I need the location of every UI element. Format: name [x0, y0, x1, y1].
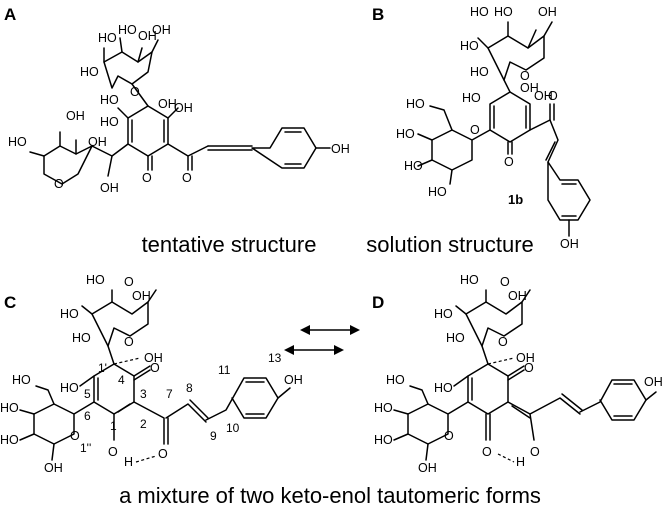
- atom-o: O: [130, 85, 140, 99]
- atom-o: O: [520, 69, 530, 83]
- locant-9: 9: [210, 429, 217, 443]
- locant-11: 11: [218, 363, 231, 377]
- structure-a: HO HO OH OH HO HO O O HO OH OH O OH OH O…: [8, 23, 350, 195]
- atom-oh: OH: [284, 373, 303, 387]
- atom-o: O: [470, 123, 480, 137]
- atom-oh: OH: [560, 237, 579, 251]
- atom-o: O: [108, 445, 118, 459]
- atom-ho: HO: [0, 401, 19, 415]
- atom-oh: OH: [331, 142, 350, 156]
- atom-ho: HO: [462, 91, 481, 105]
- locant-2: 2: [140, 417, 147, 431]
- caption-solution: solution structure: [366, 232, 534, 257]
- atom-o: O: [158, 447, 168, 461]
- atom-ho: HO: [446, 331, 465, 345]
- atom-ho: HO: [118, 23, 137, 37]
- atom-ho: HO: [60, 381, 79, 395]
- atom-oh: OH: [152, 23, 171, 37]
- atom-ho: HO: [460, 39, 479, 53]
- locant-1pp: 1'': [80, 441, 91, 455]
- atom-oh: OH: [100, 181, 119, 195]
- atom-ho: HO: [374, 433, 393, 447]
- panel-letter-c: C: [4, 293, 16, 312]
- atom-oh: OH: [508, 289, 527, 303]
- locant-6: 6: [84, 409, 91, 423]
- atom-oh: OH: [138, 29, 157, 43]
- atom-o: O: [124, 275, 134, 289]
- panel-letter-a: A: [4, 5, 16, 24]
- atom-o: O: [500, 275, 510, 289]
- atom-oh: OH: [534, 89, 553, 103]
- locant-13: 13: [268, 351, 282, 365]
- atom-ho: HO: [8, 135, 27, 149]
- atom-oh: OH: [538, 5, 557, 19]
- atom-ho: HO: [428, 185, 447, 199]
- atom-o: O: [498, 335, 508, 349]
- atom-o: O: [482, 445, 492, 459]
- locant-7: 7: [166, 387, 173, 401]
- atom-ho: HO: [80, 65, 99, 79]
- atom-o: O: [524, 361, 534, 375]
- atom-o: O: [54, 177, 64, 191]
- atom-ho: HO: [494, 5, 513, 19]
- atom-ho: HO: [434, 307, 453, 321]
- locant-3: 3: [140, 387, 147, 401]
- locant-8: 8: [186, 381, 193, 395]
- atom-ho: HO: [434, 381, 453, 395]
- structure-c: HO O OH HO HO O 1' O OH 4 3 5 6 1 2 HO O…: [0, 273, 303, 475]
- atom-oh: OH: [520, 81, 539, 95]
- atom-ho: HO: [470, 65, 489, 79]
- locant-4: 4: [118, 373, 125, 387]
- atom-ho: HO: [470, 5, 489, 19]
- panel-letter-b: B: [372, 5, 384, 24]
- atom-ho: HO: [0, 433, 19, 447]
- atom-ho: HO: [72, 331, 91, 345]
- compound-label: 1b: [508, 192, 523, 207]
- atom-o: O: [150, 361, 160, 375]
- atom-o: O: [530, 445, 540, 459]
- locant-10: 10: [226, 421, 240, 435]
- atom-h: H: [124, 455, 133, 469]
- atom-ho: HO: [60, 307, 79, 321]
- panel-letter-d: D: [372, 293, 384, 312]
- equilibrium-arrows: [284, 325, 360, 355]
- atom-ho: HO: [386, 373, 405, 387]
- locant-1p: 1': [98, 361, 107, 375]
- atom-oh: OH: [158, 97, 177, 111]
- atom-ho: HO: [100, 93, 119, 107]
- atom-oh: OH: [644, 375, 663, 389]
- atom-ho: HO: [460, 273, 479, 287]
- atom-oh: OH: [144, 351, 163, 365]
- atom-oh: OH: [418, 461, 437, 475]
- caption-tentative: tentative structure: [142, 232, 317, 257]
- atom-ho: HO: [396, 127, 415, 141]
- atom-ho: HO: [12, 373, 31, 387]
- atom-ho: HO: [374, 401, 393, 415]
- atom-oh: OH: [174, 101, 193, 115]
- atom-o: O: [444, 429, 454, 443]
- atom-ho: HO: [406, 97, 425, 111]
- atom-o: O: [504, 155, 514, 169]
- atom-o: O: [70, 429, 80, 443]
- atom-oh: OH: [88, 135, 107, 149]
- atom-h: H: [516, 455, 525, 469]
- atom-ho: HO: [100, 115, 119, 129]
- structure-b: HO HO OH HO HO O O HO OH OH HO HO HO HO …: [396, 5, 591, 251]
- atom-oh: OH: [66, 109, 85, 123]
- atom-o: O: [124, 335, 134, 349]
- locant-5: 5: [84, 387, 91, 401]
- atom-oh: OH: [516, 351, 535, 365]
- atom-o: O: [548, 89, 558, 103]
- atom-ho: HO: [404, 159, 423, 173]
- atom-ho: HO: [86, 273, 105, 287]
- structure-d: HO O OH HO HO O O OH HO O H O OH HO HO H…: [374, 273, 663, 475]
- atom-o: O: [142, 171, 152, 185]
- caption-tautomers: a mixture of two keto-enol tautomeric fo…: [119, 483, 541, 508]
- atom-o: O: [182, 171, 192, 185]
- atom-oh: OH: [44, 461, 63, 475]
- atom-ho: HO: [98, 31, 117, 45]
- atom-oh: OH: [132, 289, 151, 303]
